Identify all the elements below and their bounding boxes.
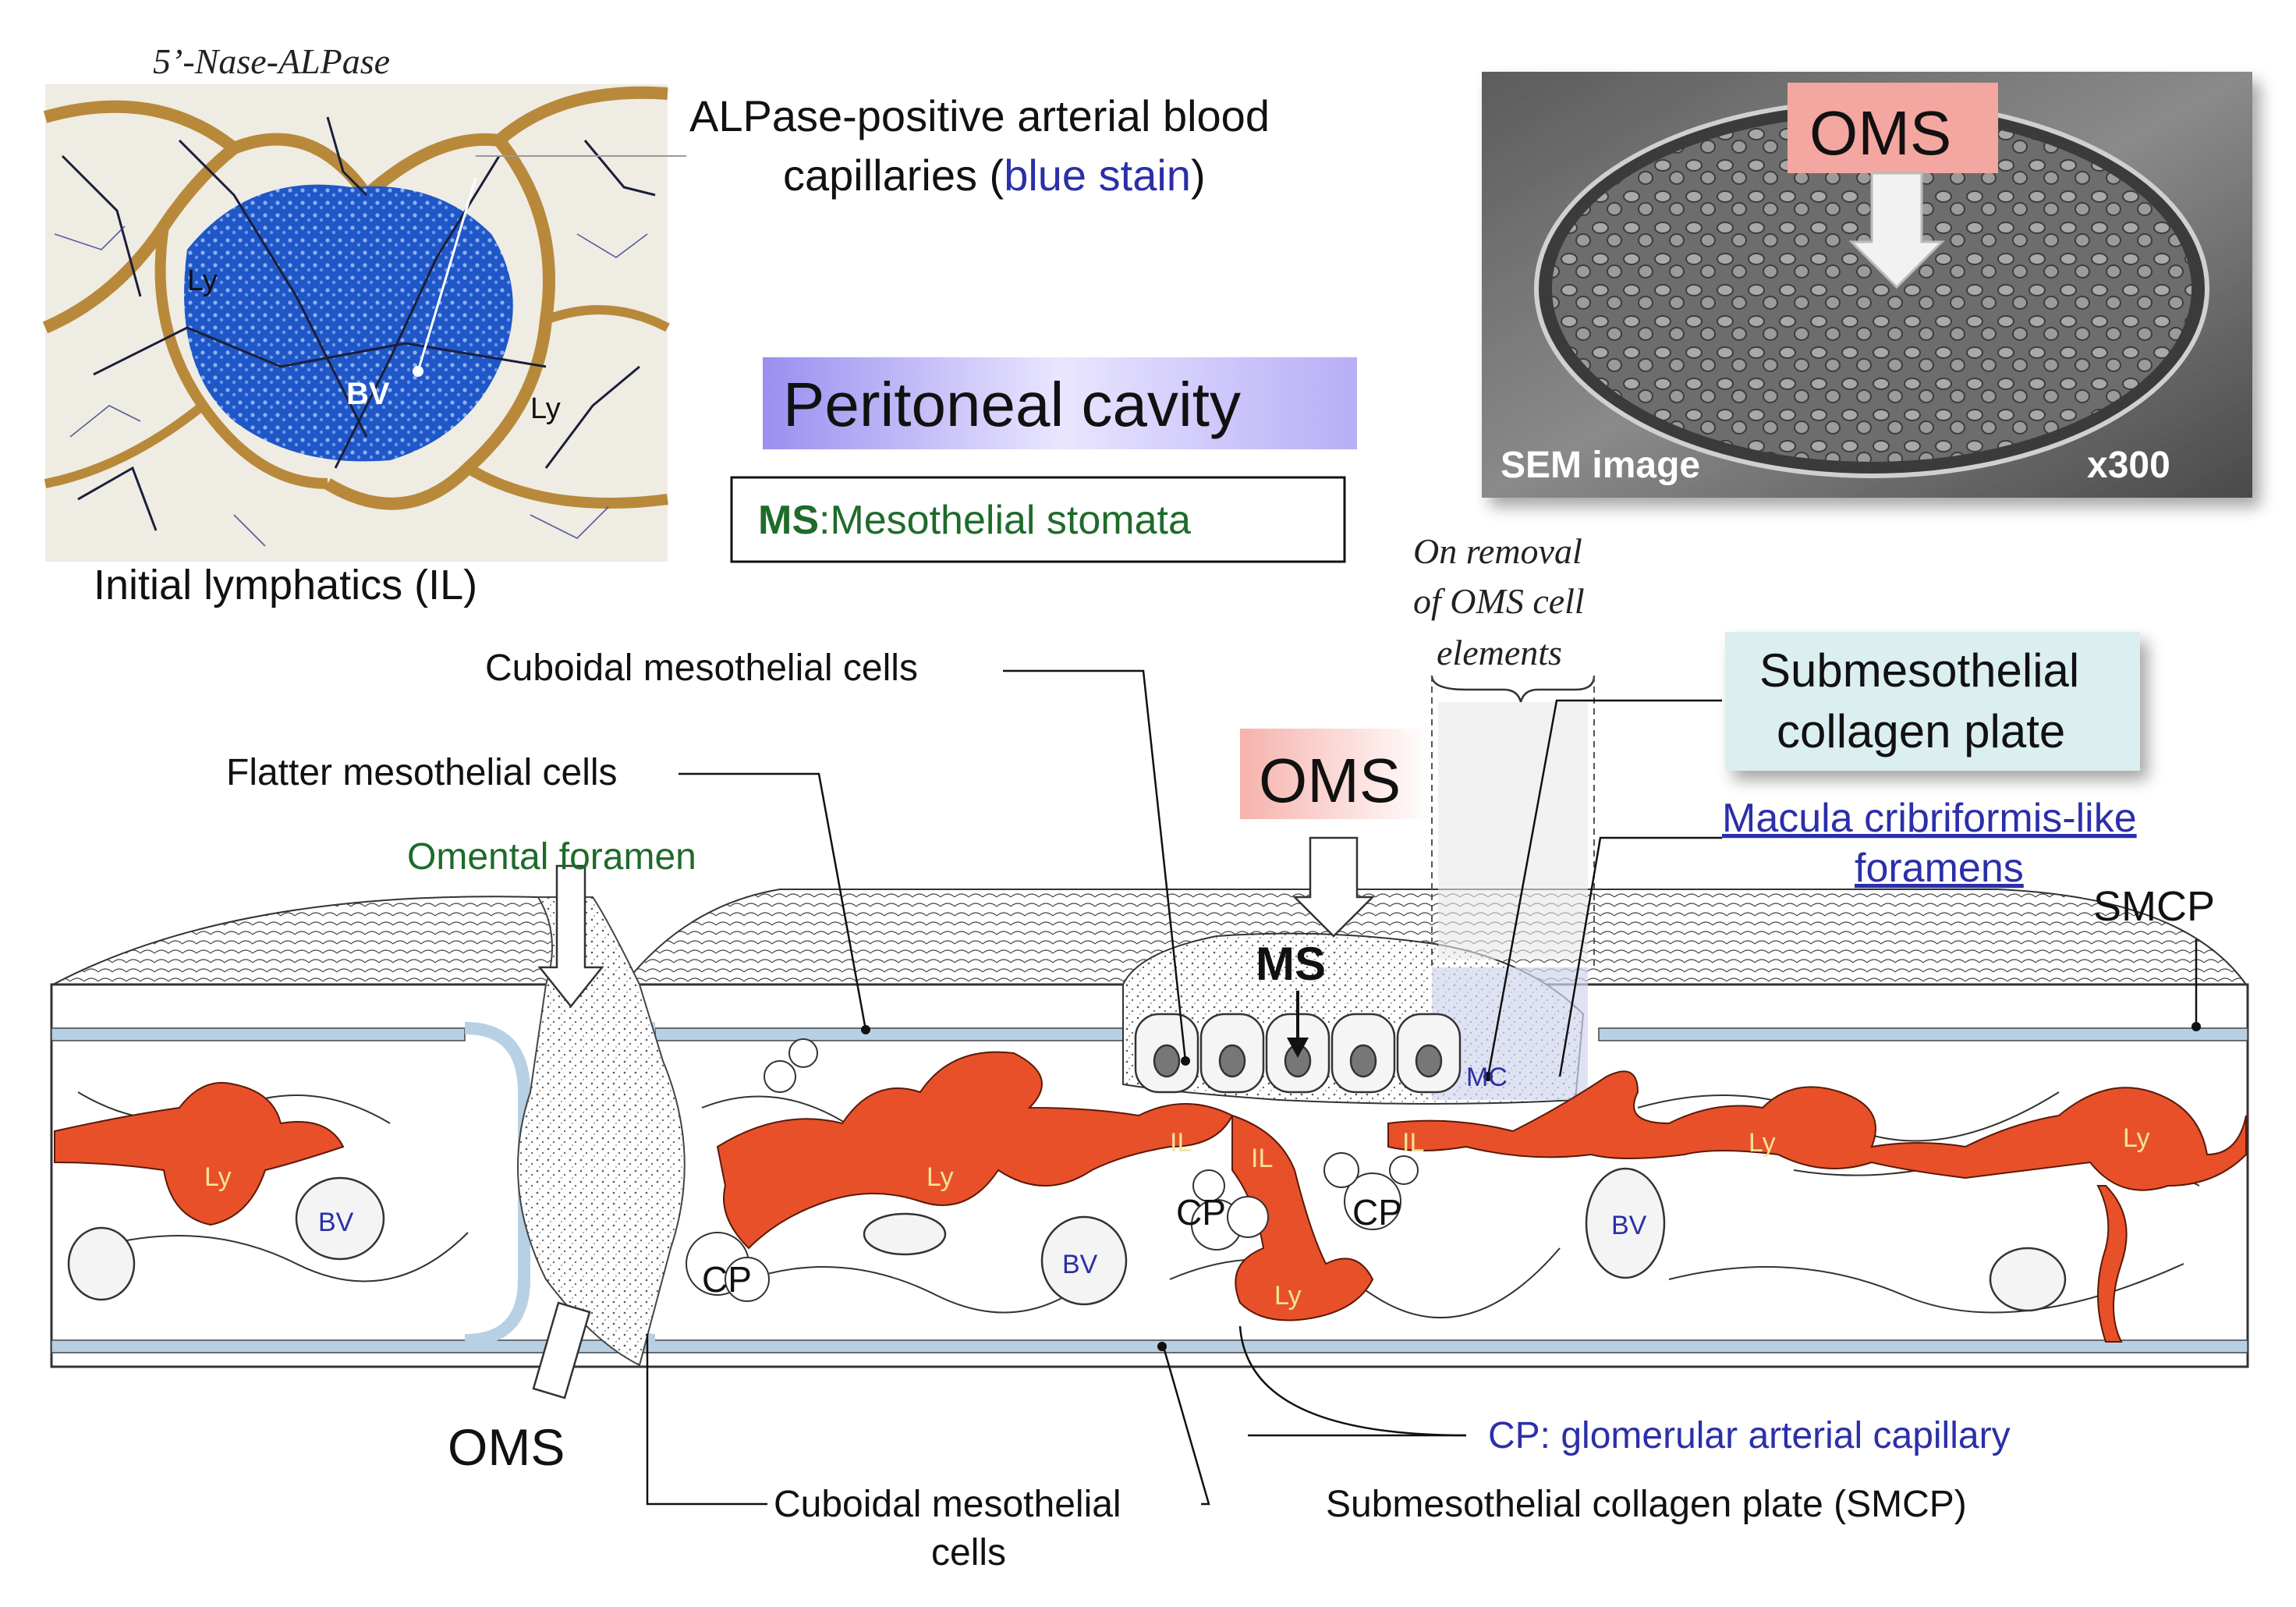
leader-dot-smcp-bottom xyxy=(1157,1342,1167,1351)
bv-pointer xyxy=(416,177,477,372)
cuboidal-bottom-1: Cuboidal mesothelial xyxy=(774,1484,1121,1525)
leader-dot-flatter xyxy=(861,1025,870,1034)
leader-dot-cuboidal xyxy=(1181,1056,1190,1066)
omental-foramen-arrow xyxy=(537,864,604,1009)
sem-magnification: x300 xyxy=(2087,445,2170,486)
blue-stain-text: blue stain xyxy=(1004,151,1191,200)
mark-cp-2: CP xyxy=(1176,1192,1226,1233)
collagen-plate-top-right xyxy=(1598,1027,2248,1041)
submeso-box-2: collagen plate xyxy=(1777,705,2065,757)
mark-il-1: IL xyxy=(1170,1128,1192,1158)
submeso-box xyxy=(1725,632,2140,771)
peritoneal-cavity-label: Peritoneal cavity xyxy=(783,370,1241,439)
mark-ly-2: Ly xyxy=(927,1162,954,1192)
mark-ly-3: Ly xyxy=(1274,1281,1302,1311)
mark-il-2: IL xyxy=(1251,1144,1273,1173)
capillary-glomeruli xyxy=(686,1038,1419,1302)
stain-bv: BV xyxy=(346,377,390,411)
macula-2: foramens xyxy=(1855,846,2024,891)
omental-foramen-label: Omental foramen xyxy=(407,836,696,878)
lymphatic-vessels xyxy=(54,1051,2247,1343)
alpase-caption-line2: capillaries (blue stain) xyxy=(783,151,1206,200)
cp-def-label: CP: glomerular arterial capillary xyxy=(1488,1415,2011,1456)
collagen-plate-top-left xyxy=(51,1027,466,1041)
stain-micrograph xyxy=(42,84,670,562)
mark-cp-3: CP xyxy=(1352,1192,1402,1233)
removal-note-2: of OMS cell xyxy=(1413,581,1585,621)
bv-pointer-dot xyxy=(413,366,423,377)
stain-title: 5’-Nase-ALPase xyxy=(153,41,390,81)
ms-abbr: MS xyxy=(758,498,819,543)
removal-funnel-fill xyxy=(1438,702,1588,960)
sem-image-label: SEM image xyxy=(1501,445,1700,486)
omental-foramen-tissue xyxy=(517,896,686,1367)
sem-oms-box xyxy=(1788,83,1998,173)
flatter-label: Flatter mesothelial cells xyxy=(226,752,618,793)
oms-mid-arrow xyxy=(1292,836,1376,938)
cuboidal-top-label: Cuboidal mesothelial cells xyxy=(485,647,918,689)
mc-label: MC xyxy=(1466,1062,1508,1092)
mark-bv-2: BV xyxy=(1062,1250,1098,1279)
cuboidal-bottom-2: cells xyxy=(931,1532,1006,1573)
mark-ly-5: Ly xyxy=(2123,1123,2150,1153)
smcp-def-label: Submesothelial collagen plate (SMCP) xyxy=(1326,1484,1967,1525)
removal-funnel xyxy=(1431,676,1595,967)
macula-1: Macula cribriformis-like xyxy=(1722,796,2137,841)
removal-brace xyxy=(1430,675,1596,703)
sem-oms-label: OMS xyxy=(1809,98,1951,168)
stain-caption: Initial lymphatics (IL) xyxy=(94,562,477,608)
oms-bottom-label: OMS xyxy=(448,1418,565,1476)
oms-mid-box xyxy=(1240,729,1430,819)
cuboidal-cells xyxy=(1134,1013,1462,1094)
peritoneal-cavity-box xyxy=(763,357,1357,449)
mark-ly-1: Ly xyxy=(204,1162,232,1192)
ms-label: MS xyxy=(1256,938,1326,990)
mark-cp-1: CP xyxy=(702,1259,752,1300)
collagen-plate-bottom xyxy=(51,1339,2248,1353)
leader-lines xyxy=(646,669,2198,1506)
smcp-label: SMCP xyxy=(2093,883,2215,930)
ms-box xyxy=(730,476,1346,563)
diagram-marks: Ly Ly Ly Ly Ly IL IL IL BV BV BV CP CP C… xyxy=(204,1123,2150,1311)
mark-il-3: IL xyxy=(1402,1128,1424,1158)
mark-bv-3: BV xyxy=(1611,1211,1647,1240)
collagen-plate-top-mid xyxy=(654,1027,1171,1041)
mark-bv-1: BV xyxy=(318,1208,354,1237)
submeso-box-1: Submesothelial xyxy=(1759,644,2079,697)
leader-dot-mc xyxy=(1483,1072,1493,1081)
removal-note-1: On removal xyxy=(1413,531,1582,571)
removal-note-3: elements xyxy=(1437,633,1562,672)
stain-ly-left: Ly xyxy=(187,264,218,297)
leader-dot-smcp xyxy=(2191,1022,2201,1031)
oms-mid-label: OMS xyxy=(1259,746,1401,815)
ms-arrow-head xyxy=(1287,1038,1309,1058)
mark-ly-4: Ly xyxy=(1749,1128,1776,1158)
blood-vessels xyxy=(67,1167,2067,1312)
oms-bottom-arrow xyxy=(532,1301,591,1399)
sem-arrow xyxy=(1848,172,1945,289)
stain-ly-right: Ly xyxy=(530,392,561,425)
sem-image xyxy=(1482,72,2252,498)
ms-box-text: MS:Mesothelial stomata xyxy=(758,498,1191,543)
mesothelial-surface xyxy=(52,889,2248,985)
alpase-caption-line1: ALPase-positive arterial blood xyxy=(689,91,1270,140)
